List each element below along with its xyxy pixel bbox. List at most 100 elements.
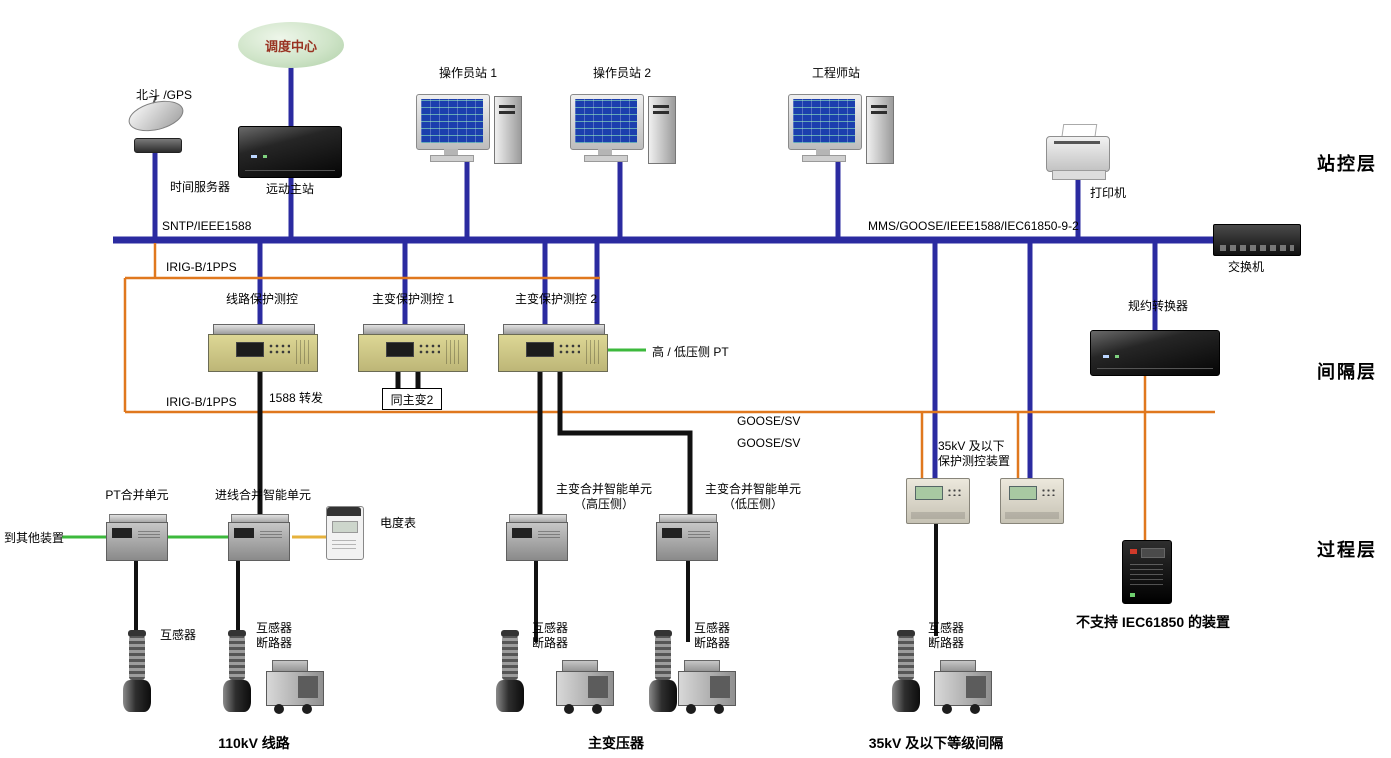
meter-lcd [332, 521, 358, 533]
led-indicator [1115, 355, 1119, 359]
protocol-converter-label: 规约转换器 [1127, 299, 1189, 313]
device-vents [296, 340, 310, 364]
switch-label: 交换机 [1227, 260, 1265, 274]
same-as-transformer2-label: 同主变2 [390, 392, 434, 407]
line-protection-device [208, 324, 318, 372]
device-vents [446, 340, 460, 364]
cb-panel [966, 676, 986, 698]
current-transformer-icon [892, 630, 920, 714]
cb-panel [298, 676, 318, 698]
device-strip [1005, 512, 1059, 519]
paper-slot [1054, 141, 1100, 144]
energy-meter-label: 电度表 [380, 516, 417, 530]
cb-wheel [970, 704, 980, 714]
monitor-stand [444, 149, 458, 155]
ct-cap [128, 630, 146, 637]
ct-insulator [898, 636, 914, 680]
goose-sv-label-1: GOOSE/SV [737, 414, 801, 428]
remote-master-device [238, 126, 342, 178]
meter-cap [327, 507, 361, 516]
primary-drops [134, 522, 938, 642]
computer-tower [648, 96, 676, 164]
ct-tank [223, 680, 251, 712]
switch-ports [1220, 245, 1294, 251]
dispatch-center-label: 调度中心 [264, 38, 317, 54]
drive-slot [499, 111, 515, 114]
panel-edge [245, 170, 335, 171]
circuit-breaker-icon [266, 660, 324, 716]
cb-panel [710, 676, 730, 698]
line-protection-label: 线路保护测控 [225, 292, 299, 306]
hv-lv-pt-label: 高 / 低压侧 PT [652, 345, 729, 359]
drive-slot [653, 105, 669, 108]
ct-tank [496, 680, 524, 712]
operator2-label: 操作员站 2 [592, 66, 652, 80]
gps-satellite-antenna [125, 95, 187, 158]
printer-device [1046, 124, 1110, 182]
antenna-base [134, 138, 182, 153]
remote-master-label: 远动主站 [266, 182, 315, 196]
time-server-label: 时间服务器 [170, 180, 231, 194]
transformer2-protection-device [498, 324, 608, 372]
current-transformer-icon [223, 630, 251, 714]
monitor-base [430, 155, 474, 162]
cb-wheel [274, 704, 284, 714]
monitor [570, 94, 644, 150]
led-indicator [263, 154, 267, 158]
ct-cb-label: 互感器 断路器 [694, 621, 731, 650]
kv35-bays-label: 35kV 及以下等级间隔 [868, 735, 1004, 751]
gps-label: 北斗 /GPS [136, 88, 193, 102]
computer-tower [866, 96, 894, 164]
pt-merging-unit-label: PT合并单元 [105, 488, 169, 502]
transformer-mu-hv-device [506, 514, 568, 561]
station-layer-label: 站控层 [1317, 154, 1377, 174]
cb-wheel [942, 704, 952, 714]
operator-station-2-device [570, 92, 676, 172]
incoming-merging-unit-label: 进线合并智能单元 [214, 488, 312, 502]
output-tray [1052, 170, 1106, 180]
cb-wheel [564, 704, 574, 714]
device-display [662, 528, 682, 538]
irigb-mid-label: IRIG-B/1PPS [166, 395, 237, 409]
ct-cap [228, 630, 246, 637]
device-vents [538, 529, 560, 538]
ct-insulator [655, 636, 671, 680]
device-vents [260, 529, 282, 538]
ct-cb-label: 互感器 断路器 [256, 621, 293, 650]
device-buttons [1041, 488, 1055, 496]
monitor [788, 94, 862, 150]
main-transformer-label: 主变压器 [588, 735, 644, 751]
drive-slot [871, 111, 887, 114]
drive-slot [499, 105, 515, 108]
kv35-protection-device-2 [1000, 478, 1064, 524]
bay-layer-label: 间隔层 [1317, 362, 1377, 382]
device-display [526, 342, 554, 357]
device-display [236, 342, 264, 357]
sntp-bus-label: SNTP/IEEE1588 [162, 219, 252, 233]
ct-insulator [502, 636, 518, 680]
transformer1-protection-device [358, 324, 468, 372]
incoming-merging-unit-device [228, 514, 290, 561]
device-display [112, 528, 132, 538]
non-iec61850-label: 不支持 IEC61850 的装置 [1075, 614, 1231, 630]
green-indicator [1130, 593, 1135, 597]
ct-cap [897, 630, 915, 637]
pt-merging-unit-device [106, 514, 168, 561]
ct-tank [892, 680, 920, 712]
green-links [62, 348, 646, 539]
current-transformer-icon [496, 630, 524, 714]
circuit-breaker-icon [934, 660, 992, 716]
ct-insulator [229, 636, 245, 680]
device-rows [1130, 563, 1163, 585]
device-lcd [1009, 486, 1037, 500]
panel-edge [1097, 368, 1213, 369]
drive-slot [871, 105, 887, 108]
cb-wheel [686, 704, 696, 714]
mms-bus-label: MMS/GOOSE/IEEE1588/IEC61850-9-2 [868, 219, 1079, 233]
transformer-mu-lv-device [656, 514, 718, 561]
cb-wheel [592, 704, 602, 714]
kv35-protection-label: 35kV 及以下 保护测控装置 [938, 439, 1011, 468]
ct-insulator [129, 636, 145, 680]
red-indicator [1130, 549, 1137, 554]
